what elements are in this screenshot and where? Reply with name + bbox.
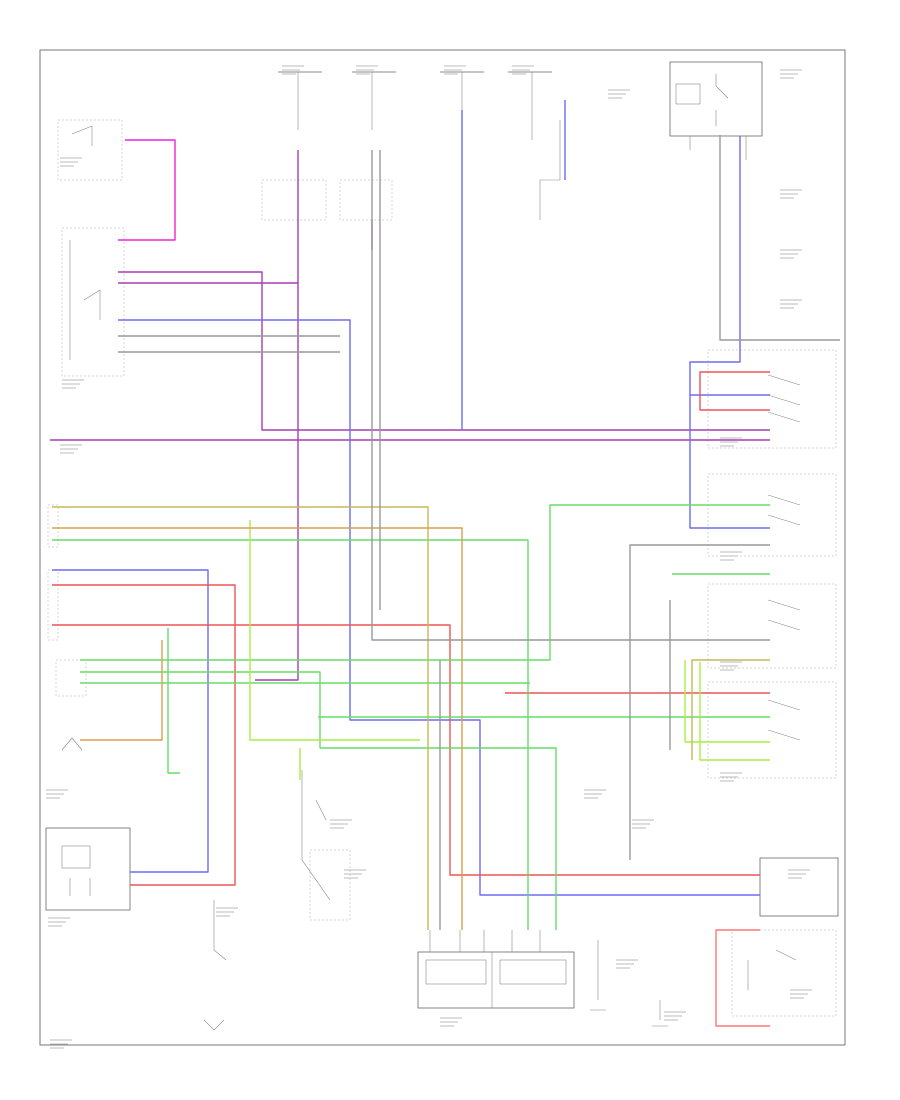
- seat-belt-switch: [57, 119, 123, 181]
- wire-green-21: [167, 628, 180, 774]
- label-mark: [720, 437, 742, 447]
- wire-blue-11: [52, 569, 209, 873]
- wire-red-12: [52, 584, 236, 886]
- relay-box-top-right: [669, 61, 763, 160]
- label-mark: [584, 789, 606, 799]
- label-mark: [356, 65, 378, 75]
- wire-harness: [50, 100, 840, 1027]
- wire-red-13: [52, 624, 760, 876]
- label-mark: [330, 819, 352, 829]
- label-mark: [282, 65, 304, 75]
- label-mark: [780, 189, 802, 199]
- wire-blue-6: [118, 319, 760, 896]
- label-mark: [788, 869, 810, 879]
- wire-orange-30: [80, 640, 163, 741]
- label-mark: [216, 907, 238, 917]
- wire-gray-37: [629, 544, 770, 860]
- wire-olive-31: [691, 659, 770, 760]
- right-connectors: [707, 349, 837, 779]
- wire-green-19: [80, 671, 557, 930]
- wire-orange-29: [52, 527, 463, 930]
- label-mark: [720, 551, 742, 561]
- wire-purple-1: [118, 271, 770, 431]
- annotation-marks: [46, 65, 812, 1049]
- wire-gray-36: [719, 135, 840, 341]
- blower-actuator: [45, 827, 131, 911]
- wire-lime-27: [684, 660, 770, 743]
- label-mark: [664, 1011, 686, 1021]
- label-mark: [440, 1017, 462, 1027]
- label-mark: [50, 1039, 72, 1049]
- occupant-sensor-module: [61, 227, 125, 377]
- wire-green-17: [52, 539, 529, 930]
- wire-magenta-5: [118, 139, 176, 241]
- diagram-frame: [39, 49, 846, 1046]
- wire-olive-28: [52, 506, 429, 930]
- wire-purple-0: [255, 150, 299, 681]
- fuse-feeds: [261, 71, 561, 221]
- label-mark: [632, 819, 654, 829]
- module-bottom-right: [731, 857, 839, 1017]
- label-mark: [780, 299, 802, 309]
- label-mark: [444, 65, 466, 75]
- label-mark: [720, 661, 742, 671]
- wire-gray-34: [371, 150, 770, 641]
- label-mark: [790, 989, 812, 999]
- left-connectors: [47, 504, 87, 751]
- wire-green-18: [80, 504, 770, 661]
- label-mark: [616, 959, 638, 969]
- label-mark: [512, 65, 534, 75]
- label-mark: [608, 89, 630, 99]
- label-mark: [60, 157, 82, 167]
- label-mark: [344, 869, 366, 879]
- label-mark: [720, 772, 742, 782]
- control-unit: [417, 930, 575, 1009]
- label-mark: [780, 69, 802, 79]
- ground-symbols: [203, 900, 668, 1031]
- wire-red-14: [699, 371, 770, 411]
- center-switch: [301, 770, 351, 921]
- wire-blue-9: [689, 136, 770, 529]
- label-mark: [780, 249, 802, 259]
- wire-lime-26: [699, 662, 770, 761]
- wire-pink-16: [715, 929, 770, 1027]
- label-mark: [62, 379, 84, 389]
- label-mark: [46, 789, 68, 799]
- label-mark: [48, 917, 70, 927]
- label-mark: [60, 444, 82, 454]
- wire-lime-25: [249, 520, 420, 741]
